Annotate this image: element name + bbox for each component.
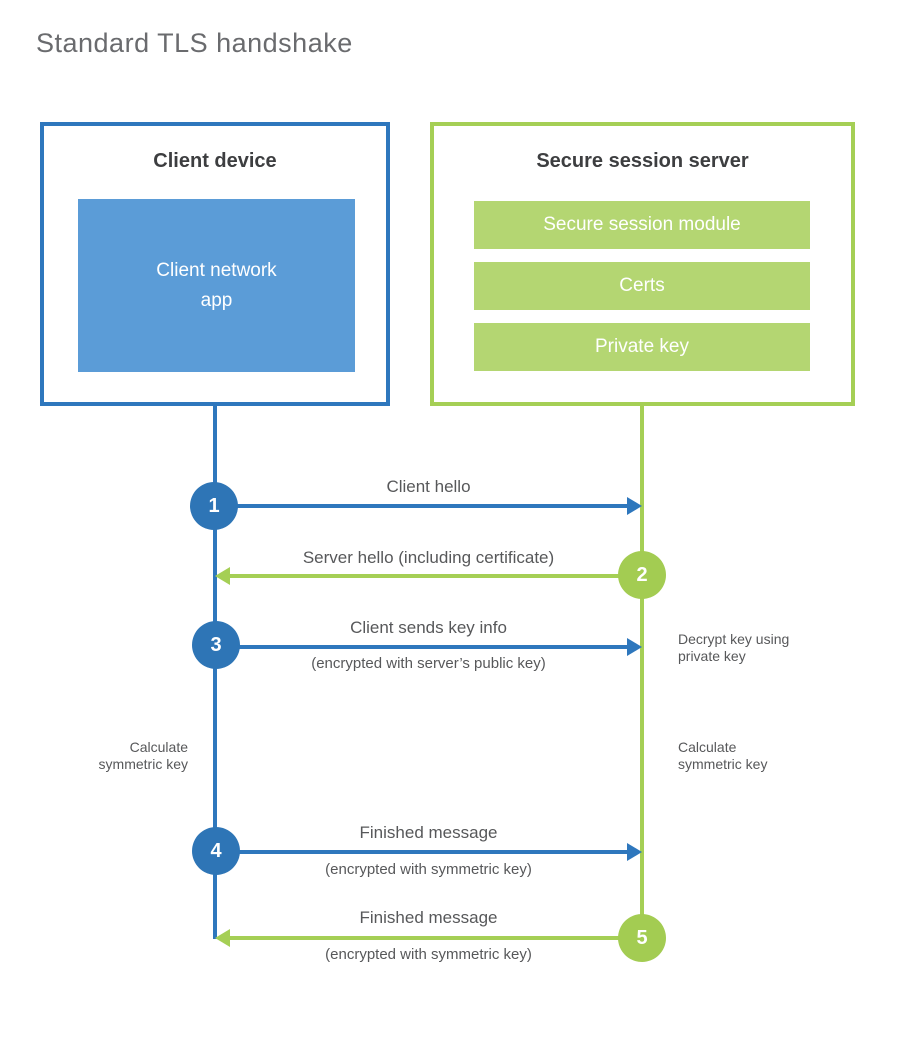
server-module-secure-session: Secure session module xyxy=(474,201,810,249)
step-2-badge: 2 xyxy=(618,551,666,599)
step-5-sublabel: (encrypted with symmetric key) xyxy=(325,946,532,963)
arrow-5-head-icon xyxy=(215,929,230,947)
step-5-number: 5 xyxy=(636,926,648,949)
step-1-label: Client hello xyxy=(386,477,471,496)
arrow-1-line xyxy=(215,504,627,508)
server-module-certs: Certs xyxy=(474,262,810,310)
server-module-private-key: Private key xyxy=(474,323,810,371)
calculate-symmetric-key-note-client: Calculate symmetric key xyxy=(58,739,188,773)
step-5-label: Finished message xyxy=(359,908,498,927)
arrow-4-line xyxy=(215,850,627,854)
client-network-app-label: Client network app xyxy=(156,260,277,311)
step-3-number: 3 xyxy=(210,633,222,656)
step-4-label: Finished message xyxy=(359,823,498,842)
arrow-3-line xyxy=(215,645,627,649)
calculate-note-client-line2: symmetric key xyxy=(98,756,188,772)
step-3-sublabel: (encrypted with server’s public key) xyxy=(311,655,546,672)
calculate-note-server-line2: symmetric key xyxy=(678,756,768,772)
step-2-label: Server hello (including certificate) xyxy=(302,548,555,567)
client-device-title: Client device xyxy=(153,150,277,172)
arrow-2-head-icon xyxy=(215,567,230,585)
step-4-sublabel: (encrypted with symmetric key) xyxy=(325,861,532,878)
server-module-private-key-label: Private key xyxy=(595,336,689,357)
calculate-note-server-line1: Calculate xyxy=(678,739,737,755)
server-module-secure-session-label: Secure session module xyxy=(543,214,741,235)
decrypt-key-note: Decrypt key using private key xyxy=(678,631,789,665)
client-lifeline xyxy=(213,406,217,939)
step-1-badge: 1 xyxy=(190,482,238,530)
step-5-badge: 5 xyxy=(618,914,666,962)
server-module-certs-label: Certs xyxy=(619,275,665,296)
client-network-app-box: Client network app xyxy=(78,199,355,372)
step-1-number: 1 xyxy=(208,494,220,517)
arrow-1-head-icon xyxy=(627,497,642,515)
step-3-label: Client sends key info xyxy=(350,618,507,637)
step-4-number: 4 xyxy=(210,839,222,862)
page-title: Standard TLS handshake xyxy=(36,28,353,58)
calculate-note-client-line1: Calculate xyxy=(129,739,188,755)
calculate-symmetric-key-note-server: Calculate symmetric key xyxy=(678,739,767,773)
arrow-3-head-icon xyxy=(627,638,642,656)
step-3-badge: 3 xyxy=(192,621,240,669)
secure-session-server-title: Secure session server xyxy=(536,150,749,172)
decrypt-key-note-line1: Decrypt key using xyxy=(678,631,790,647)
arrow-4-head-icon xyxy=(627,843,642,861)
step-4-badge: 4 xyxy=(192,827,240,875)
decrypt-key-note-line2: private key xyxy=(678,648,746,664)
arrow-5-line xyxy=(230,936,642,940)
arrow-2-line xyxy=(230,574,642,578)
server-lifeline xyxy=(640,406,644,939)
step-2-number: 2 xyxy=(636,563,648,586)
